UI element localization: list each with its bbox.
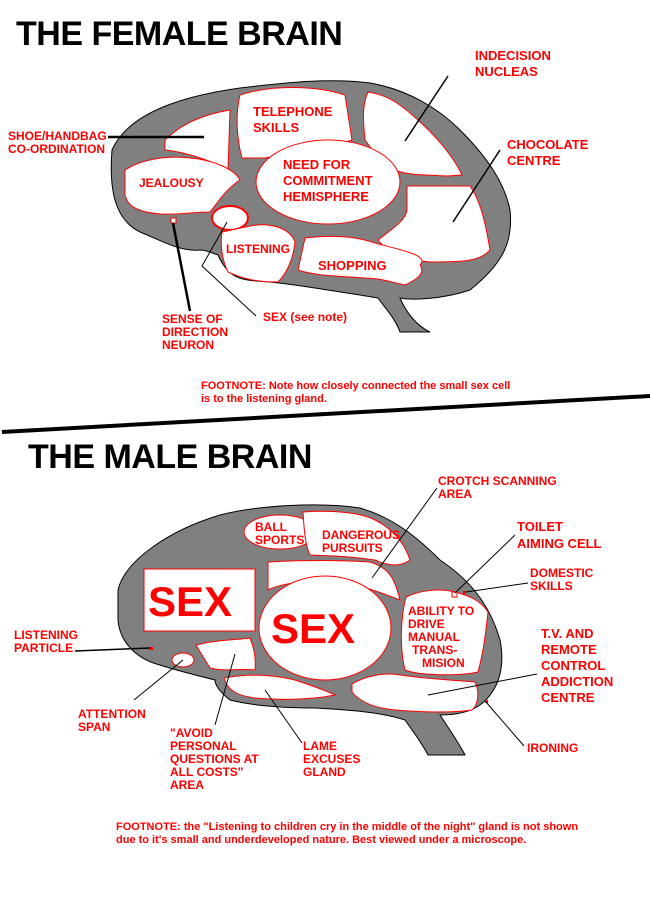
callout-listening-1: LISTENING: [14, 628, 78, 642]
callout-avoid-3: QUESTIONS AT: [170, 752, 259, 766]
region-commitment: [255, 139, 401, 225]
label-commitment-3: HEMISPHERE: [283, 189, 369, 204]
leader-avoid: [214, 653, 236, 726]
callout-attention-2: SPAN: [78, 720, 110, 734]
callout-crotch-2: AREA: [438, 487, 472, 501]
section-divider: [1, 394, 650, 434]
label-telephone-2: SKILLS: [253, 120, 300, 135]
callout-avoid-2: PERSONAL: [170, 739, 237, 753]
callout-toilet-2: AIMING CELL: [517, 536, 602, 551]
label-sex-box: SEX: [148, 578, 232, 625]
callout-direction-3: NEURON: [162, 338, 214, 352]
region-shopping: [297, 235, 423, 286]
callout-indecision-2: NUCLEAS: [475, 64, 538, 79]
female-footnote-1: FOOTNOTE: Note how closely connected the…: [201, 380, 510, 392]
callout-tv-2: REMOTE: [541, 642, 597, 657]
leader-indecision: [404, 75, 449, 142]
region-chocolate: [377, 185, 491, 263]
label-sex-oval: SEX: [271, 605, 355, 652]
callout-avoid-1: "AVOID: [170, 726, 213, 740]
leader-crotch: [371, 487, 438, 579]
leader-listening-particle: [74, 647, 151, 652]
region-dangerous: [302, 510, 411, 566]
callout-ironing: IRONING: [527, 741, 578, 755]
male-title: THE MALE BRAIN: [28, 438, 312, 476]
label-commitment-1: NEED FOR: [283, 157, 351, 172]
leader-lame: [264, 689, 303, 744]
region-sex-oval: [258, 575, 392, 681]
region-sex-cell: [211, 205, 249, 231]
callout-sex-note: SEX (see note): [263, 310, 347, 324]
female-footnote-2: is to the listening gland.: [201, 393, 327, 405]
leader-toilet: [454, 534, 516, 594]
region-listening: [220, 224, 296, 283]
callout-lame-1: LAME: [303, 739, 337, 753]
label-telephone-1: TELEPHONE: [253, 104, 333, 119]
leader-ironing: [485, 701, 525, 747]
callout-tv-5: CENTRE: [541, 690, 595, 705]
callout-tv-3: CONTROL: [541, 658, 605, 673]
callout-tv-4: ADDICTION: [541, 674, 613, 689]
female-region-labels: TELEPHONE SKILLS NEED FOR COMMITMENT HEM…: [139, 104, 387, 273]
male-region-labels: BALL SPORTS DANGEROUS PURSUITS SEX SEX A…: [148, 520, 474, 670]
callout-direction-2: DIRECTION: [162, 325, 228, 339]
callout-toilet-1: TOILET: [517, 519, 563, 534]
male-footnote-1: FOOTNOTE: the "Listening to children cry…: [116, 821, 578, 833]
callout-chocolate-2: CENTRE: [507, 153, 561, 168]
callout-direction-1: SENSE OF: [162, 312, 223, 326]
female-title: THE FEMALE BRAIN: [16, 15, 342, 53]
leader-direction: [171, 222, 192, 312]
leader-attention: [133, 659, 184, 701]
leader-domestic: [465, 582, 529, 593]
male-callouts: CROTCH SCANNING AREA TOILET AIMING CELL …: [14, 474, 613, 792]
leader-chocolate: [452, 149, 501, 223]
region-avoid: [195, 637, 256, 671]
callout-listening-2: PARTICLE: [14, 641, 73, 655]
callout-lame-3: GLAND: [303, 765, 346, 779]
callout-shoe-1: SHOE/HANDBAG: [8, 129, 107, 143]
direction-neuron: [170, 217, 177, 224]
label-shopping: SHOPPING: [318, 258, 387, 273]
callout-crotch-1: CROTCH SCANNING: [438, 474, 557, 488]
listening-particle: [150, 647, 153, 650]
callout-domestic-2: SKILLS: [530, 579, 573, 593]
region-lame: [223, 674, 337, 700]
label-dangerous-1: DANGEROUS: [322, 528, 400, 542]
callout-chocolate-1: CHOCOLATE: [507, 137, 589, 152]
label-manual-5: MISION: [422, 656, 465, 670]
male-brain: [117, 504, 503, 756]
label-commitment-2: COMMITMENT: [283, 173, 373, 188]
region-tv: [351, 673, 479, 713]
callout-indecision-1: INDECISION: [475, 48, 551, 63]
leader-tv: [427, 673, 538, 696]
region-jealousy: [124, 156, 241, 215]
domestic-skills-cell: [463, 591, 466, 594]
callout-attention-1: ATTENTION: [78, 707, 146, 721]
male-footnote-2: due to it's small and underdeveloped nat…: [116, 834, 526, 846]
callout-tv-1: T.V. AND: [541, 626, 594, 641]
callout-avoid-4: ALL COSTS": [170, 765, 243, 779]
toilet-aiming-cell: [451, 591, 458, 598]
label-dangerous-2: PURSUITS: [322, 541, 383, 555]
female-callouts: SHOE/HANDBAG CO-ORDINATION INDECISION NU…: [8, 48, 589, 352]
leader-sex-note: [201, 221, 257, 317]
callout-avoid-5: AREA: [170, 778, 204, 792]
label-manual-2: DRIVE: [408, 617, 445, 631]
callout-lame-2: EXCUSES: [303, 752, 360, 766]
label-jealousy: JEALOUSY: [139, 176, 204, 190]
female-brain: [110, 80, 512, 333]
callout-domestic-1: DOMESTIC: [530, 566, 594, 580]
callout-shoe-2: CO-ORDINATION: [8, 142, 105, 156]
label-listening: LISTENING: [226, 242, 290, 256]
label-manual-1: ABILITY TO: [408, 604, 474, 618]
region-sex-box: [143, 568, 256, 632]
label-ball-1: BALL: [255, 520, 287, 534]
label-ball-2: SPORTS: [255, 533, 304, 547]
label-manual-3: MANUAL: [408, 630, 460, 644]
label-manual-4: TRANS-: [412, 643, 457, 657]
ironing-cell: [485, 700, 488, 703]
